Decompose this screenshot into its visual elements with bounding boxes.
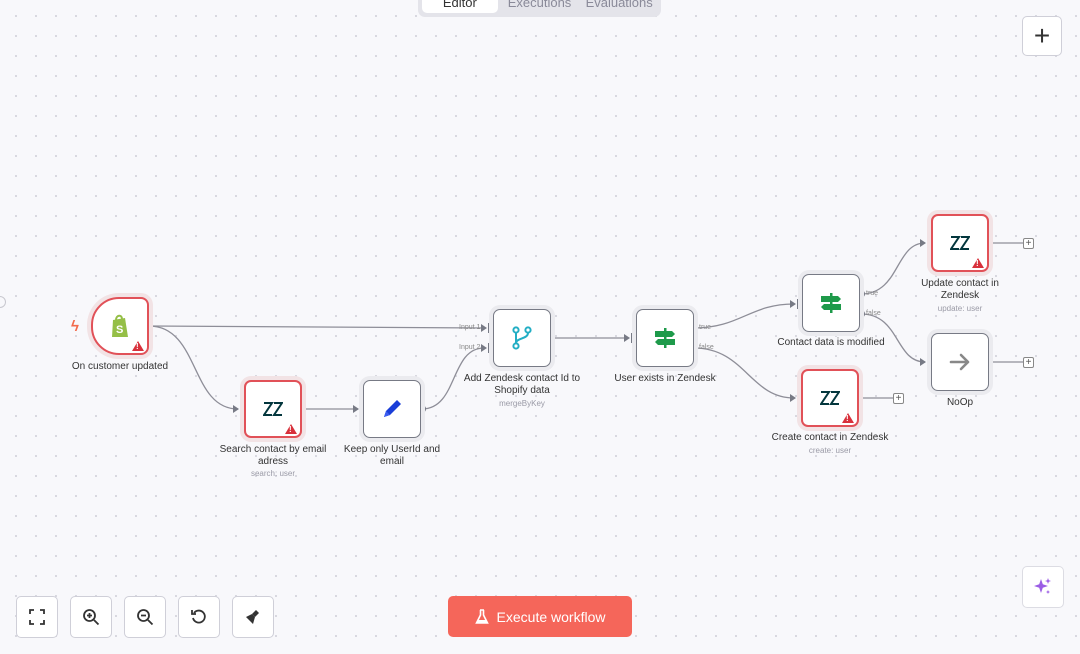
arrow-right-icon [949, 353, 970, 371]
view-tabs: Editor Executions Evaluations [418, 0, 661, 17]
connection-exists-create [693, 347, 795, 399]
zendesk-icon [950, 236, 970, 250]
node-subtitle: update: user [937, 304, 983, 313]
ai-assistant-button[interactable] [1022, 566, 1064, 608]
pencil-icon [384, 400, 401, 417]
node-subtitle: create: user [808, 446, 852, 455]
node-on-customer-updated[interactable]: S [91, 297, 149, 355]
warning-icon [972, 258, 984, 268]
connection-shopify-merge [148, 325, 485, 329]
svg-text:S: S [116, 324, 123, 336]
zoom-in-button[interactable] [70, 596, 112, 638]
warning-icon [842, 413, 854, 423]
node-subtitle: mergeByKey [499, 399, 545, 408]
plus-icon: + [1033, 20, 1051, 51]
sparkle-icon [1034, 578, 1051, 594]
tab-executions[interactable]: Executions [507, 0, 572, 10]
node-label: Create contact in Zendesk [771, 432, 889, 443]
zoom-in-icon [83, 609, 100, 626]
node-search-contact[interactable] [244, 380, 302, 438]
zoom-out-button[interactable] [124, 596, 166, 638]
add-node-button[interactable]: + [1022, 16, 1062, 56]
signpost-icon [655, 328, 675, 348]
flask-icon [474, 608, 489, 624]
node-label: On customer updated [71, 361, 169, 372]
fullscreen-icon [29, 609, 45, 625]
shopify-icon: S [112, 314, 128, 337]
trigger-bolt-icon: ϟ [71, 318, 79, 335]
node-user-exists[interactable] [636, 309, 694, 367]
port-label-true: true [699, 324, 712, 331]
execute-workflow-label: Execute workflow [496, 608, 606, 625]
add-after-noop-button[interactable]: + [1023, 357, 1034, 368]
node-update-contact[interactable] [931, 214, 989, 272]
add-after-update-button[interactable]: + [1023, 238, 1034, 249]
tab-evaluations[interactable]: Evaluations [585, 0, 653, 10]
node-label: Keep only UserId and email [343, 444, 441, 467]
fit-view-button[interactable] [16, 596, 58, 638]
port-label-false: false [699, 344, 714, 351]
port-label-input2: Input 2 [459, 344, 481, 351]
node-label: Search contact by email adress [219, 444, 327, 467]
merge-icon [512, 326, 532, 350]
broom-icon [246, 610, 259, 624]
node-label: NoOp [946, 397, 974, 408]
node-subtitle: search: user [250, 469, 296, 478]
tab-editor[interactable]: Editor [422, 0, 498, 13]
reset-icon [191, 609, 206, 624]
execute-workflow-button[interactable]: Execute workflow [448, 596, 632, 637]
add-after-create-button[interactable]: + [893, 393, 904, 404]
node-contact-modified[interactable] [802, 274, 860, 332]
node-merge[interactable] [493, 309, 551, 367]
tidy-up-button[interactable] [232, 596, 274, 638]
reset-zoom-button[interactable] [178, 596, 220, 638]
zendesk-icon [820, 391, 840, 405]
warning-icon [132, 341, 144, 351]
warning-icon [285, 424, 297, 434]
port-label-false: false [866, 310, 881, 317]
connection-keep-merge [421, 347, 485, 410]
node-noop[interactable] [931, 333, 989, 391]
signpost-icon [821, 293, 841, 313]
port-label-true: true [866, 290, 879, 297]
connection-exists-modified [693, 303, 795, 329]
connection-shopify-search [148, 325, 239, 410]
node-label: Contact data is modified [777, 337, 885, 348]
port-label-input1: Input 1 [459, 324, 481, 331]
connection-modified-noop [860, 313, 926, 363]
node-label: Update contact in Zendesk [921, 278, 999, 301]
node-label: User exists in Zendesk [614, 373, 716, 384]
node-create-contact[interactable] [801, 369, 859, 427]
zendesk-icon [263, 402, 283, 416]
node-keep-userid[interactable] [363, 380, 421, 438]
node-label: Add Zendesk contact Id to Shopify data [463, 373, 581, 396]
connection-modified-update [860, 242, 926, 295]
zoom-out-icon [137, 609, 154, 626]
